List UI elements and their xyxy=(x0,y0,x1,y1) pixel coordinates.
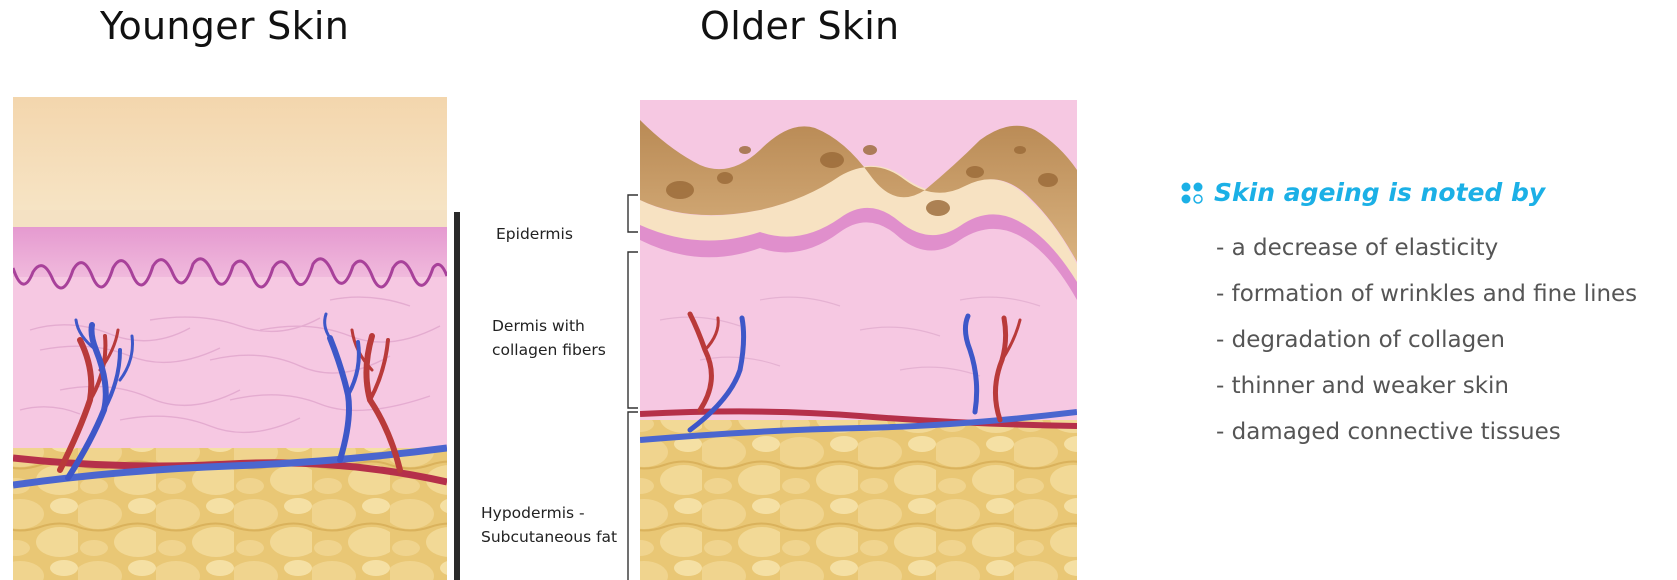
older-skin-illustration xyxy=(640,100,1077,580)
list-item: - formation of wrinkles and fine lines xyxy=(1216,271,1670,317)
younger-depth-bar xyxy=(454,212,460,580)
list-item: - degradation of collagen xyxy=(1216,317,1670,363)
bullet-dots-icon xyxy=(1180,181,1204,205)
younger-skin-illustration xyxy=(13,97,447,580)
notes-heading: Skin ageing is noted by xyxy=(1180,178,1670,207)
notes-list: - a decrease of elasticity - formation o… xyxy=(1216,225,1670,455)
hypodermis-label-line2: Subcutaneous fat xyxy=(481,526,617,548)
hypodermis-label-line1: Hypodermis - xyxy=(481,502,585,524)
list-item: - damaged connective tissues xyxy=(1216,409,1670,455)
list-item: - thinner and weaker skin xyxy=(1216,363,1670,409)
notes-heading-text: Skin ageing is noted by xyxy=(1214,178,1545,207)
dermis-label-line1: Dermis with xyxy=(492,315,585,337)
dermis-label-line2: collagen fibers xyxy=(492,339,606,361)
epidermis-label: Epidermis xyxy=(496,223,573,245)
epidermis-layer xyxy=(13,227,447,277)
layer-brackets xyxy=(628,195,638,580)
list-item: - a decrease of elasticity xyxy=(1216,225,1670,271)
skin-ageing-notes: Skin ageing is noted by - a decrease of … xyxy=(1180,178,1670,455)
skin-surface-layer xyxy=(13,97,447,227)
